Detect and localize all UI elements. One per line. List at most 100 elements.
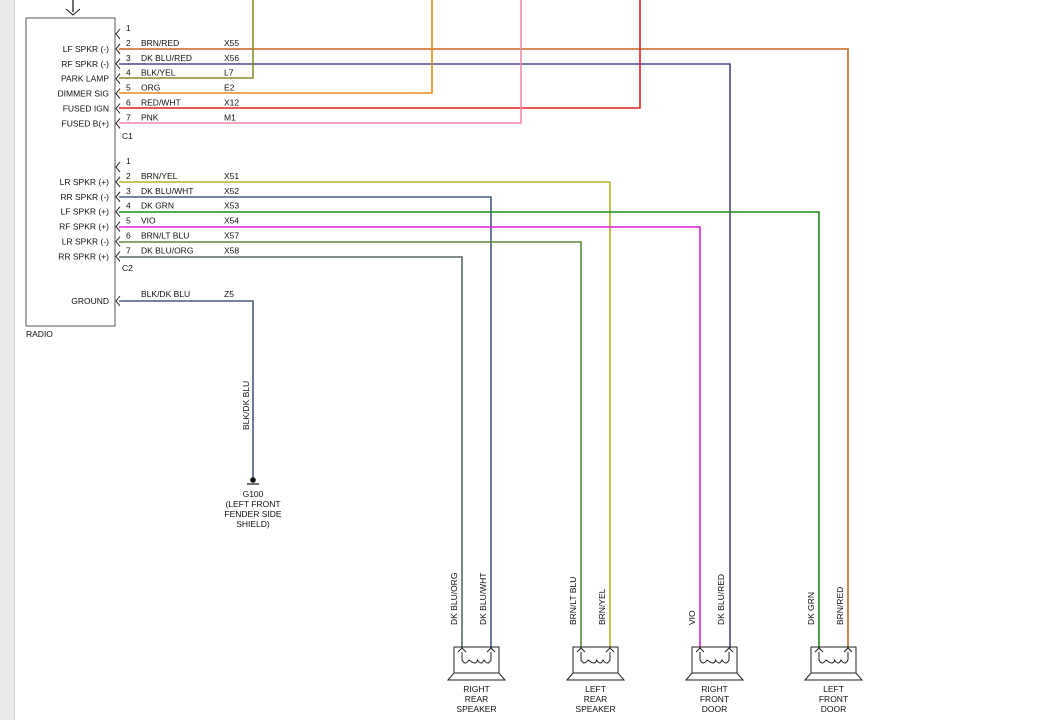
pin-number: 2 xyxy=(126,171,131,181)
radio-box xyxy=(25,17,116,327)
wire-brn-yel xyxy=(119,181,611,648)
speaker-wire-label-right: DK BLU/RED xyxy=(716,574,726,625)
speaker-name-line: REAR xyxy=(584,694,608,704)
circuit-id: X58 xyxy=(224,245,239,255)
wire-color-label: DK BLU/WHT xyxy=(141,186,193,196)
ground-pin-name: GROUND xyxy=(71,296,109,306)
pin-name: LF SPKR (+) xyxy=(61,207,110,217)
pin-hook-c2 xyxy=(115,161,121,173)
wire-dk-blu-wht xyxy=(119,196,492,648)
wire-vio xyxy=(119,226,701,648)
speaker-body xyxy=(691,646,738,674)
pin-name: FUSED B(+) xyxy=(62,118,110,128)
wire-color-label: BRN/LT BLU xyxy=(141,231,189,241)
speaker-name-line: FRONT xyxy=(700,694,729,704)
pin-number: 5 xyxy=(126,216,131,226)
pin-number: 2 xyxy=(126,38,131,48)
speaker-name-line: DOOR xyxy=(821,704,847,714)
wire-org xyxy=(119,0,433,94)
speaker-name-line: LEFT xyxy=(585,684,606,694)
pin-hook-c2 xyxy=(115,191,121,203)
speaker-coil-symbol xyxy=(818,652,849,664)
wire-color-label: RED/WHT xyxy=(141,98,181,108)
speaker-terminal xyxy=(457,647,467,653)
circuit-id: X51 xyxy=(224,171,239,181)
speaker-name-line: RIGHT xyxy=(463,684,489,694)
wire-dk-blu-org xyxy=(119,256,463,648)
pin-name: LR SPKR (+) xyxy=(60,177,110,187)
circuit-id: X53 xyxy=(224,201,239,211)
speaker-wire-label-left: VIO xyxy=(687,610,697,625)
pin-name: RF SPKR (-) xyxy=(61,59,109,69)
circuit-id: X54 xyxy=(224,216,239,226)
speaker-name-line: REAR xyxy=(465,694,489,704)
ground-pin-hook xyxy=(115,295,121,307)
speaker-cone xyxy=(684,672,745,681)
pin-hook-c2 xyxy=(115,206,121,218)
speaker-body xyxy=(810,646,857,674)
speaker-body xyxy=(453,646,500,674)
speaker-terminal xyxy=(724,647,734,653)
speaker-name-line: LEFT xyxy=(823,684,844,694)
circuit-id: X52 xyxy=(224,186,239,196)
speaker-name-line: RIGHT xyxy=(701,684,727,694)
speaker-wire-label-left: BRN/LT BLU xyxy=(568,577,578,625)
connector-c2-label: C2 xyxy=(122,263,133,273)
ground-point-text: G100 (LEFT FRONT FENDER SIDE SHIELD) xyxy=(224,489,281,529)
circuit-id: X55 xyxy=(224,38,239,48)
pin-name: DIMMER SIG xyxy=(58,89,109,99)
circuit-id: E2 xyxy=(224,83,235,93)
speaker-terminal xyxy=(843,647,853,653)
pin-hook-c1 xyxy=(115,73,121,85)
c2-wires xyxy=(119,181,820,648)
wire-color-label: PNK xyxy=(141,112,159,122)
speaker-wire-label-right: DK BLU/WHT xyxy=(478,573,488,625)
pin-name: FUSED IGN xyxy=(63,104,109,114)
ground-point-id: G100 xyxy=(243,489,264,499)
speaker-coil-symbol xyxy=(699,652,730,664)
pin-number: 3 xyxy=(126,53,131,63)
pin-hook-c1 xyxy=(115,28,121,40)
wire-color-label: BRN/RED xyxy=(141,38,179,48)
speaker-wire-label-right: BRN/YEL xyxy=(597,588,607,625)
speaker-name-line: DOOR xyxy=(702,704,728,714)
wire-blk-yel xyxy=(119,0,254,79)
pin-number: 1 xyxy=(126,23,131,33)
wire-dk-blu-red xyxy=(119,63,731,648)
pin-number: 6 xyxy=(126,231,131,241)
pin-name: RR SPKR (+) xyxy=(58,251,109,261)
speaker-wire-label-left: DK BLU/ORG xyxy=(449,573,459,625)
wire-dk-grn xyxy=(119,211,820,648)
pin-name: LF SPKR (-) xyxy=(63,44,109,54)
pin-hook-c2 xyxy=(115,176,121,188)
ground-desc-line-3: SHIELD) xyxy=(236,519,270,529)
pin-number: 1 xyxy=(126,156,131,166)
wire-color-label: BLK/YEL xyxy=(141,68,176,78)
circuit-id: X57 xyxy=(224,231,239,241)
pin-number: 6 xyxy=(126,98,131,108)
ground-desc-line-2: FENDER SIDE xyxy=(224,509,281,519)
wire-color-label: DK BLU/RED xyxy=(141,53,192,63)
circuit-id: L7 xyxy=(224,68,234,78)
speaker-wire-label-right: BRN/RED xyxy=(835,587,845,625)
wire-color-label: DK BLU/ORG xyxy=(141,245,193,255)
wire-brn-red xyxy=(119,48,849,648)
speaker-terminal xyxy=(814,647,824,653)
ground-circuit-id: Z5 xyxy=(224,289,234,299)
pin-hook-c1 xyxy=(115,103,121,114)
circuit-id: M1 xyxy=(224,112,236,122)
wire-color-label: DK GRN xyxy=(141,201,174,211)
speaker-cone xyxy=(446,672,507,681)
wire-blk-dk-blu xyxy=(119,300,254,478)
circuit-id: X56 xyxy=(224,53,239,63)
wire-brn-lt-blu xyxy=(119,241,582,648)
pin-hook-c1 xyxy=(115,118,121,129)
ground-wire-color: BLK/DK BLU xyxy=(141,289,190,299)
speaker-cone xyxy=(565,672,626,681)
speaker-name-line: SPEAKER xyxy=(575,704,615,714)
pin-hook-c1 xyxy=(115,88,121,99)
pin-number: 4 xyxy=(126,201,131,211)
